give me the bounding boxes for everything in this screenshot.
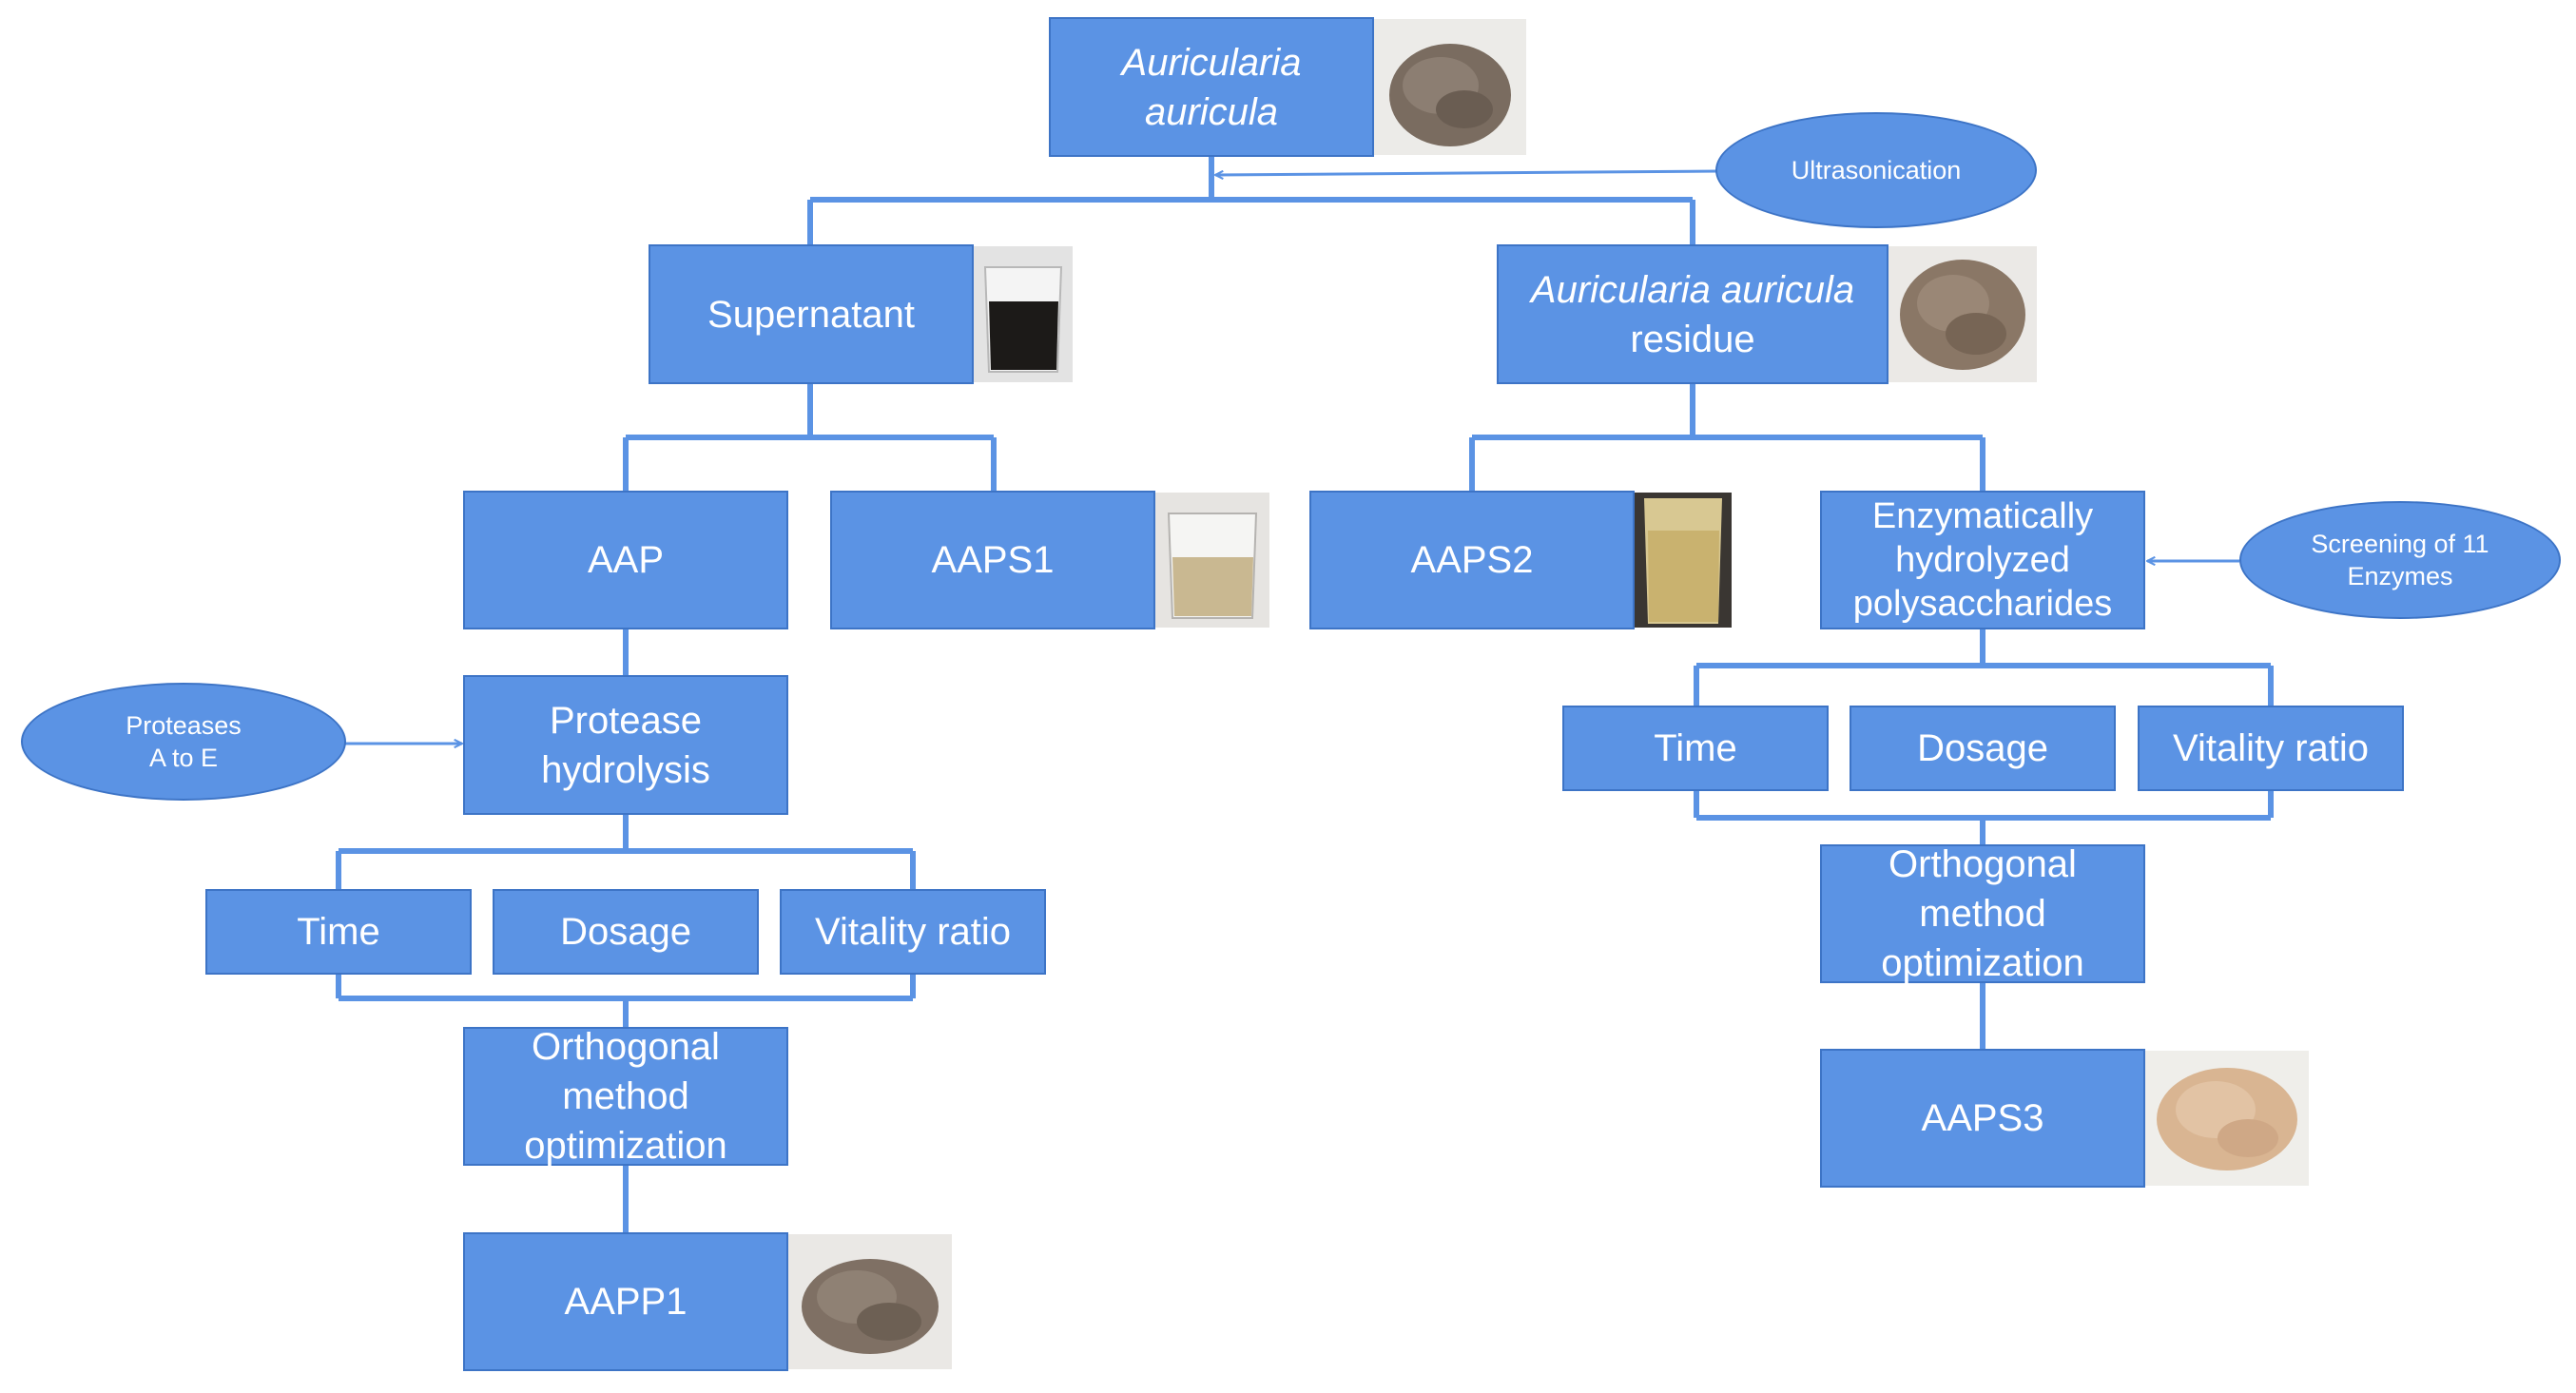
ellipse-label-line: A to E bbox=[148, 744, 219, 772]
node-label: Dosage bbox=[560, 911, 691, 953]
node-label-line: polysaccharides bbox=[1852, 584, 2113, 624]
node-label: Time bbox=[1654, 727, 1737, 769]
left-time-node: Time bbox=[205, 889, 472, 975]
screening-enzymes-ellipse: Screening of 11 Enzymes bbox=[2239, 501, 2561, 619]
aapp1-node: AAPP1 bbox=[463, 1232, 788, 1371]
aap-node: AAP bbox=[463, 491, 788, 629]
aaps2-beaker-photo bbox=[1635, 493, 1732, 628]
node-label: Time bbox=[297, 911, 380, 953]
right-vitality-ratio-node: Vitality ratio bbox=[2138, 706, 2404, 791]
left-dosage-node: Dosage bbox=[493, 889, 759, 975]
node-label: Vitality ratio bbox=[814, 911, 1011, 953]
left-vitality-ratio-node: Vitality ratio bbox=[780, 889, 1046, 975]
ellipse-label-line: Proteases bbox=[126, 711, 242, 740]
supernatant-node: Supernatant bbox=[649, 244, 974, 384]
node-label: AAPS3 bbox=[1921, 1097, 2044, 1139]
connector-top-split bbox=[807, 157, 1695, 244]
ellipse-label-line: Screening of 11 bbox=[2311, 530, 2489, 558]
node-label: Dosage bbox=[1917, 727, 2048, 769]
aaps1-beaker-photo bbox=[1155, 493, 1269, 628]
node-label-line: hydrolysis bbox=[541, 748, 710, 791]
ultrasonication-ellipse: Ultrasonication bbox=[1715, 112, 2037, 228]
node-label-line: optimization bbox=[524, 1125, 727, 1167]
residue-powder-photo bbox=[1888, 246, 2037, 382]
connector-residue-split bbox=[1469, 384, 1985, 491]
auricularia-auricula-node: Auricularia auricula bbox=[1049, 17, 1374, 157]
node-label: AAP bbox=[587, 539, 665, 581]
ellipse-label: Ultrasonication bbox=[1791, 156, 1962, 184]
aapp1-powder-photo bbox=[788, 1234, 952, 1369]
right-time-node: Time bbox=[1562, 706, 1829, 791]
node-label-line: Orthogonal bbox=[532, 1026, 720, 1068]
node-label-line: Auricularia auricula bbox=[1530, 268, 1855, 311]
node-label-line: hydrolyzed bbox=[1895, 540, 2070, 580]
node-label: AAPP1 bbox=[564, 1281, 688, 1323]
protease-hydrolysis-node: Protease hydrolysis bbox=[463, 675, 788, 815]
node-label-line: auricula bbox=[1144, 90, 1279, 133]
node-label-line: Enzymatically bbox=[1871, 496, 2094, 536]
right-dosage-node: Dosage bbox=[1850, 706, 2116, 791]
supernatant-beaker-photo bbox=[974, 246, 1073, 382]
node-label-line: Orthogonal bbox=[1888, 843, 2077, 885]
ellipse-label-line: Enzymes bbox=[2347, 562, 2453, 590]
node-label: AAPS1 bbox=[931, 539, 1055, 581]
node-label-line: optimization bbox=[1881, 942, 2084, 984]
node-label: Vitality ratio bbox=[2172, 727, 2369, 769]
node-label-line: method bbox=[562, 1075, 689, 1117]
aaps2-node: AAPS2 bbox=[1309, 491, 1635, 629]
node-label-line: Auricularia bbox=[1121, 41, 1302, 84]
right-orthogonal-node: Orthogonal method optimization bbox=[1820, 843, 2145, 984]
node-label-line: method bbox=[1919, 893, 2046, 935]
proteases-ellipse: Proteases A to E bbox=[21, 683, 346, 801]
node-label-line: Protease bbox=[549, 699, 703, 742]
aaps3-node: AAPS3 bbox=[1820, 1049, 2145, 1188]
residue-node: Auricularia auricula residue bbox=[1497, 244, 1888, 384]
node-label: AAPS2 bbox=[1410, 539, 1534, 581]
left-orthogonal-node: Orthogonal method optimization bbox=[463, 1026, 788, 1167]
connector-supernatant-split bbox=[623, 384, 997, 491]
arrow-ultrasonication bbox=[1215, 169, 1720, 175]
node-label-line: residue bbox=[1630, 318, 1755, 360]
node-label: Supernatant bbox=[707, 293, 915, 336]
aaps3-powder-photo bbox=[2145, 1051, 2309, 1186]
aaps1-node: AAPS1 bbox=[830, 491, 1155, 629]
raw-powder-photo bbox=[1374, 19, 1526, 155]
